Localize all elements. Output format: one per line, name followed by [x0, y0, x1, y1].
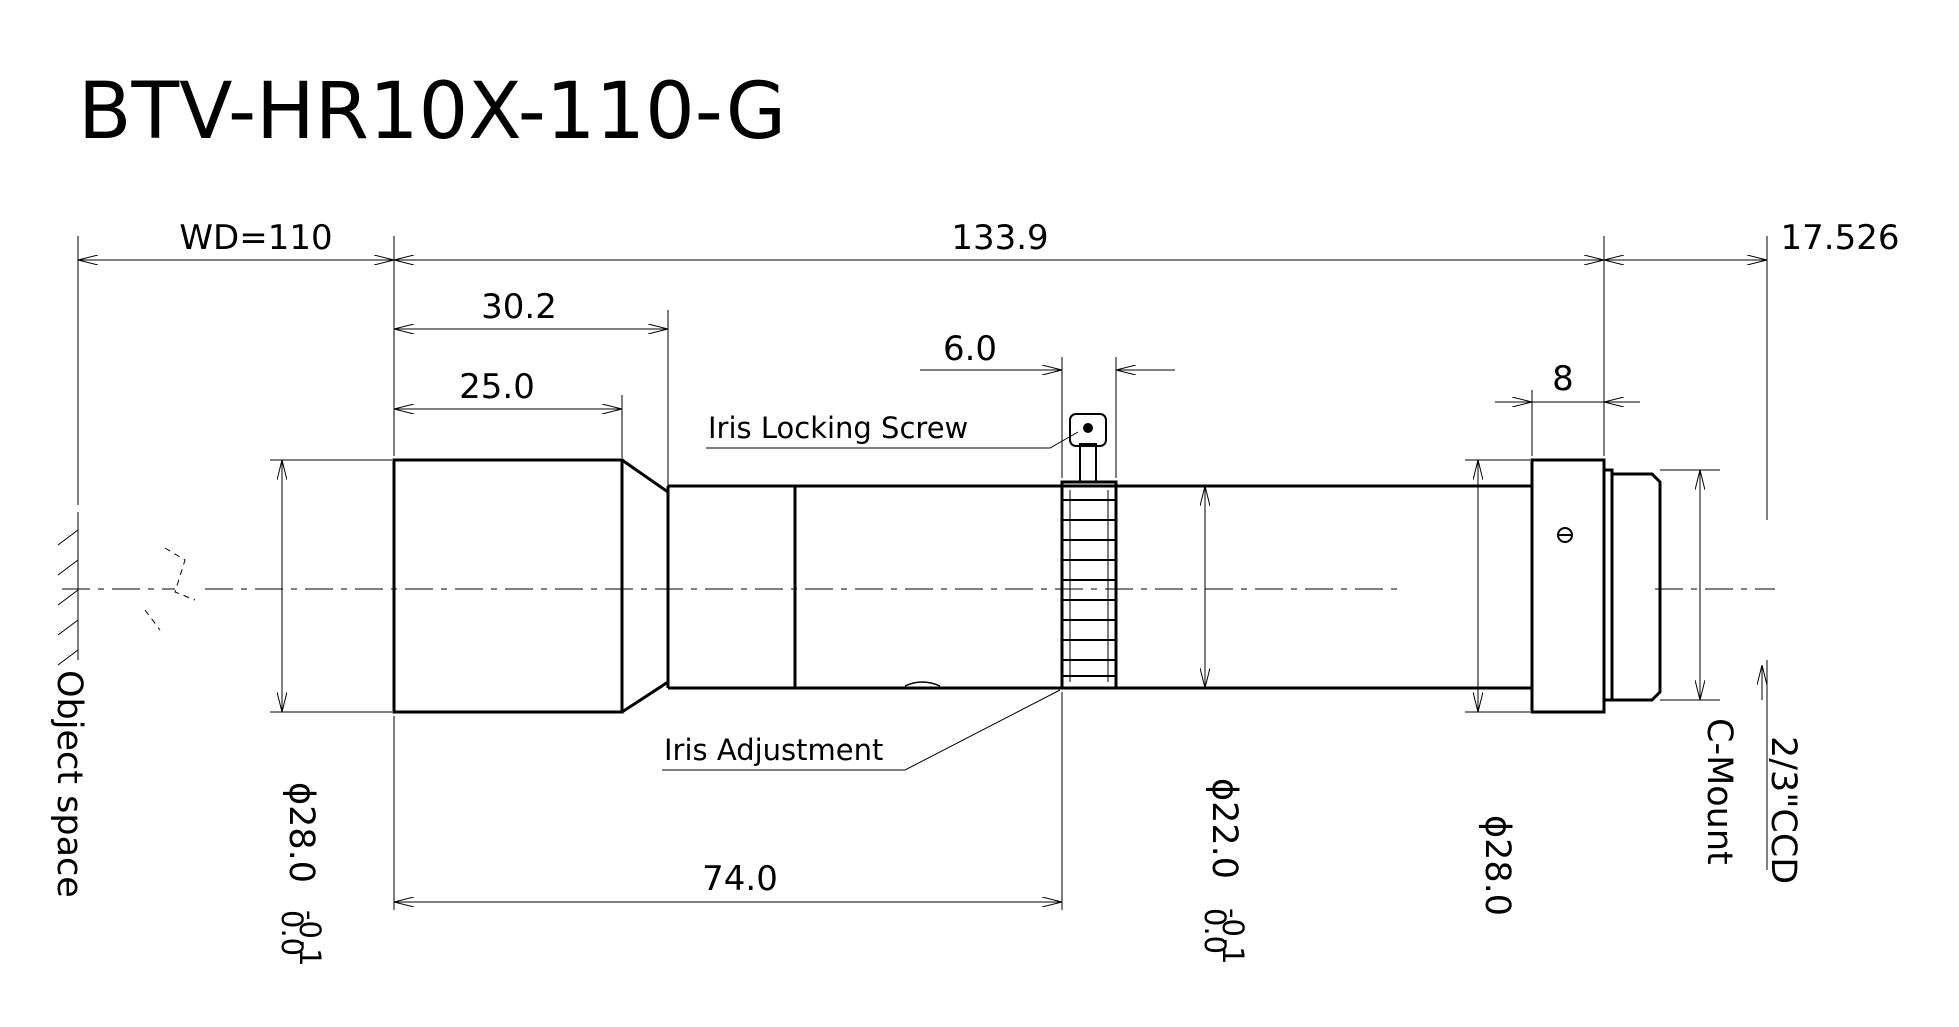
- dim-iris-ring-width-label: 6.0: [943, 329, 997, 369]
- barrel-diameter-tolerance: -0.1: [1216, 908, 1250, 965]
- iris-ring: [1060, 480, 1118, 690]
- leader-lines: [662, 431, 1079, 771]
- barrel-mark: [904, 681, 941, 687]
- front-diameter-label: ϕ28.0: [281, 782, 321, 883]
- dim-front-barrel-label: 25.0: [459, 367, 535, 407]
- leader-iris-locking-screw: [706, 431, 1079, 449]
- object-space-label: Object space: [49, 670, 89, 898]
- front-diameter-tolerance: -0.1: [293, 910, 327, 967]
- callout-iris-adjustment: Iris Adjustment: [664, 733, 883, 767]
- horizontal-dimensions: [78, 260, 1767, 902]
- lens-body: [392, 458, 1662, 714]
- dim-back-focal-label: 17.526: [1781, 218, 1900, 258]
- dim-front-section-label: 30.2: [481, 287, 557, 327]
- extension-lines: [77, 236, 1768, 910]
- front-diameter-tolerance-up: 0.0: [275, 910, 309, 956]
- drawing-title: BTV-HR10X-110-G: [78, 67, 786, 157]
- barrel-diameter-tolerance-up: 0.0: [1198, 908, 1232, 954]
- dim-mount-width-label: 8: [1552, 359, 1574, 399]
- axis-break-symbol: [144, 547, 196, 631]
- object-plane: [57, 512, 79, 666]
- rear-diameter-label: ϕ28.0: [1477, 815, 1517, 916]
- dim-wd-label: WD=110: [179, 218, 332, 258]
- leader-iris-adjustment: [662, 689, 1061, 771]
- barrel-diameter-label: ϕ22.0: [1204, 778, 1244, 879]
- mount-screw-icon: [1557, 527, 1573, 543]
- dim-overall-length-label: 133.9: [951, 218, 1048, 258]
- vertical-dimensions: [282, 460, 1762, 712]
- sensor-format-label: 2/3"CCD: [1763, 736, 1803, 884]
- callout-iris-locking-screw: Iris Locking Screw: [708, 411, 968, 445]
- c-mount-label: C-Mount: [1699, 718, 1739, 865]
- dim-iris-position-label: 74.0: [702, 859, 778, 899]
- iris-locking-screw-icon: [1069, 413, 1107, 483]
